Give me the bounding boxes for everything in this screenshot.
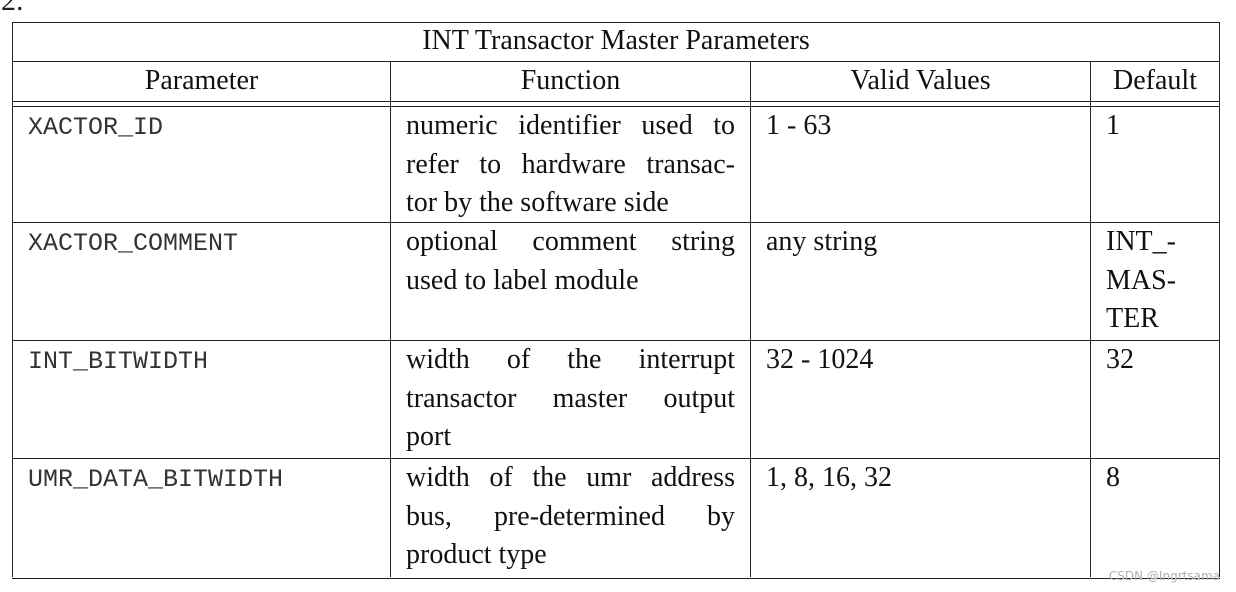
header-default: Default — [1113, 65, 1197, 96]
function-line: width of the interrupt — [406, 341, 735, 380]
parameter-cell: XACTOR_ID — [13, 107, 391, 222]
word: bus, — [406, 500, 452, 532]
word: of — [506, 344, 531, 375]
word: the — [532, 462, 567, 493]
word: pre-determined — [493, 500, 665, 532]
word: transactor — [406, 382, 517, 414]
watermark: CSDN @Ingrtsama — [1108, 569, 1220, 583]
default-line: TER — [1106, 303, 1159, 334]
word: by — [707, 500, 735, 532]
table-row: XACTOR_COMMENT optional comment string use… — [13, 223, 1219, 341]
default-cell: INT_- MAS- TER — [1091, 223, 1219, 340]
word: output — [663, 382, 735, 414]
parameter-cell: UMR_DATA_BITWIDTH — [13, 459, 391, 577]
valid-values-cell: any string — [751, 223, 1091, 340]
function-line: optional comment string — [406, 223, 735, 262]
function-line: bus, pre-determined by — [406, 498, 735, 537]
table-header-row: Parameter Function Valid Values Default — [13, 62, 1219, 102]
word: width — [406, 344, 470, 375]
word: numeric — [406, 110, 498, 141]
valid-values-cell: 1 - 63 — [751, 107, 1091, 222]
parameter-cell: XACTOR_COMMENT — [13, 223, 391, 340]
function-line: port — [406, 421, 452, 452]
word: string — [671, 226, 735, 257]
function-cell: optional comment string used to label modu… — [391, 223, 751, 340]
function-line: product type — [406, 539, 547, 570]
function-line: used to label module — [406, 264, 639, 296]
default-cell: 32 — [1091, 341, 1219, 458]
parameter-cell: INT_BITWIDTH — [13, 341, 391, 458]
table-bottom-rule — [12, 578, 1220, 579]
word: used — [641, 110, 693, 141]
default-cell: 1 — [1091, 107, 1219, 222]
rule-cell — [751, 102, 1091, 106]
header-function: Function — [391, 62, 751, 101]
rule-cell — [13, 102, 391, 106]
header-parameter: Parameter — [13, 62, 391, 101]
word: master — [552, 382, 628, 414]
default-line: 8 — [1106, 462, 1120, 493]
rule-cell — [1091, 102, 1219, 106]
header-valid-values: Valid Values — [751, 62, 1091, 101]
rule-cell — [391, 102, 751, 106]
parameters-table: INT Transactor Master Parameters Paramet… — [12, 22, 1220, 577]
word: to — [479, 148, 502, 180]
word: hardware — [521, 148, 626, 180]
table-row: INT_BITWIDTH width of the interrupt transac… — [13, 341, 1219, 459]
valid-values-cell: 1, 8, 16, 32 — [751, 459, 1091, 577]
default-line: 32 — [1106, 344, 1134, 375]
table-title: INT Transactor Master Parameters — [13, 23, 1219, 62]
valid-values-cell: 32 - 1024 — [751, 341, 1091, 458]
word: identifier — [518, 110, 621, 141]
word: width — [406, 462, 470, 493]
function-cell: width of the interrupt transactor master outp… — [391, 341, 751, 458]
word: umr — [586, 462, 632, 493]
page-number-fragment: 92. — [0, 0, 24, 17]
word: transac- — [646, 148, 735, 180]
word: interrupt — [638, 344, 735, 375]
word: of — [489, 462, 513, 493]
header-double-rule — [13, 102, 1219, 107]
word: to — [713, 110, 735, 141]
default-line: 1 — [1106, 110, 1120, 141]
default-cell: 8 — [1091, 459, 1219, 577]
function-line: tor by the software side — [406, 187, 669, 218]
function-line: transactor master output — [406, 380, 735, 419]
word: refer — [406, 148, 459, 180]
word: comment — [532, 226, 637, 257]
word: optional — [406, 226, 498, 257]
default-line: INT_- — [1106, 226, 1176, 257]
default-line: MAS- — [1106, 264, 1177, 296]
word: the — [567, 344, 602, 375]
word: address — [651, 462, 735, 493]
